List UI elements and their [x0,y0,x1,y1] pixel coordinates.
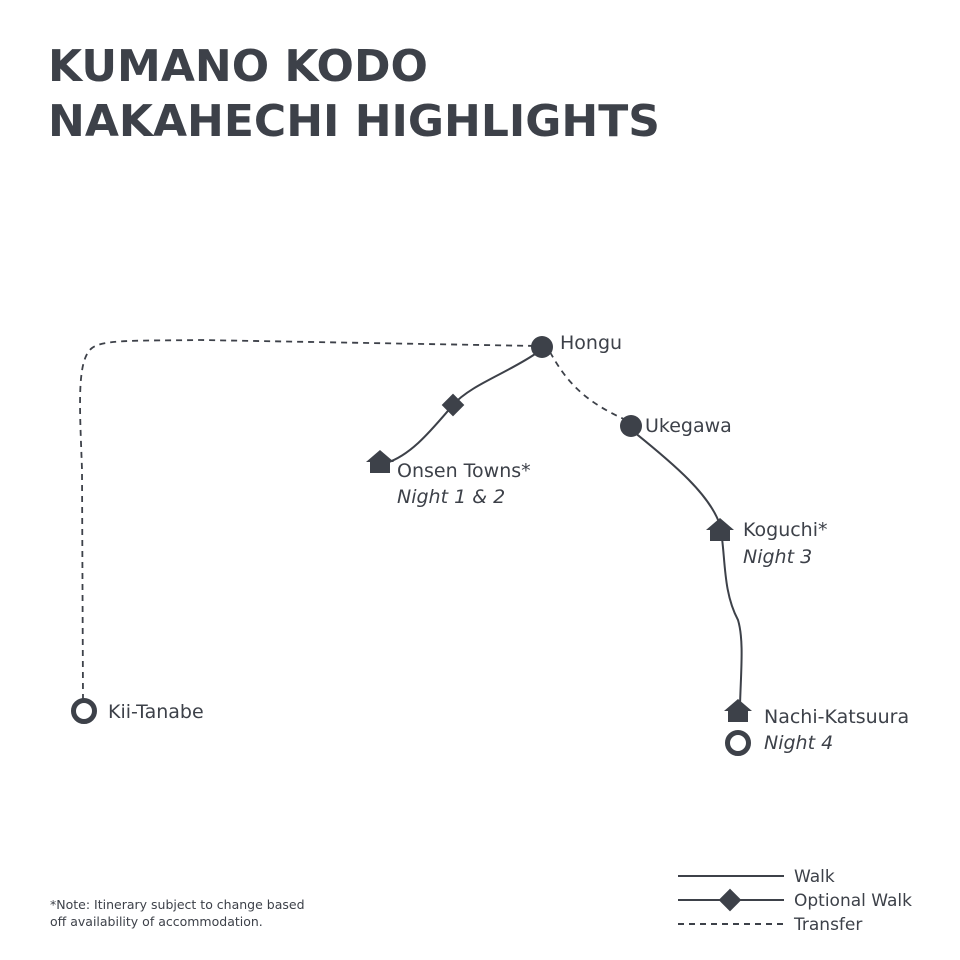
transfer-route-hongu-ukegawa [549,351,627,421]
title-line-2: NAKAHECHI HIGHLIGHTS [48,96,660,147]
nachi-katsuura-label: Nachi-Katsuura [764,706,909,728]
ukegawa-marker-icon [620,415,642,437]
onsen-towns-house-icon [366,450,394,473]
nachi-katsuura-ring-icon [725,730,751,756]
walk-route-ukegawa-nachi [633,431,743,706]
legend: Walk Optional Walk Transfer [678,867,912,935]
koguchi-night-label: Night 3 [743,546,812,568]
transfer-route-kii-tanabe-hongu [79,339,539,701]
note-line-2: off availability of accommodation. [50,914,263,929]
onsen-towns-night-label: Night 1 & 2 [397,486,505,508]
title-line-1: KUMANO KODO [48,41,428,92]
nachi-katsuura-night-label: Night 4 [764,732,833,754]
ukegawa-label: Ukegawa [645,415,732,437]
optional-walk-route-hongu-onsen [385,351,539,464]
hongu-label: Hongu [560,332,622,354]
nachi-katsuura-house-icon [724,699,752,722]
kii-tanabe-ring-icon [71,698,97,724]
onsen-towns-label: Onsen Towns* [397,460,531,482]
hongu-marker-icon [531,336,553,358]
legend-optional-walk-label: Optional Walk [794,891,912,911]
kii-tanabe-label: Kii-Tanabe [108,701,204,723]
optional-walk-diamond-icon [441,393,465,417]
koguchi-house-icon [706,518,734,541]
koguchi-label: Koguchi* [743,519,828,541]
legend-transfer-label: Transfer [793,915,862,935]
legend-walk-label: Walk [794,867,835,887]
legend-diamond-icon [718,888,742,912]
note-line-1: *Note: Itinerary subject to change based [50,897,305,912]
